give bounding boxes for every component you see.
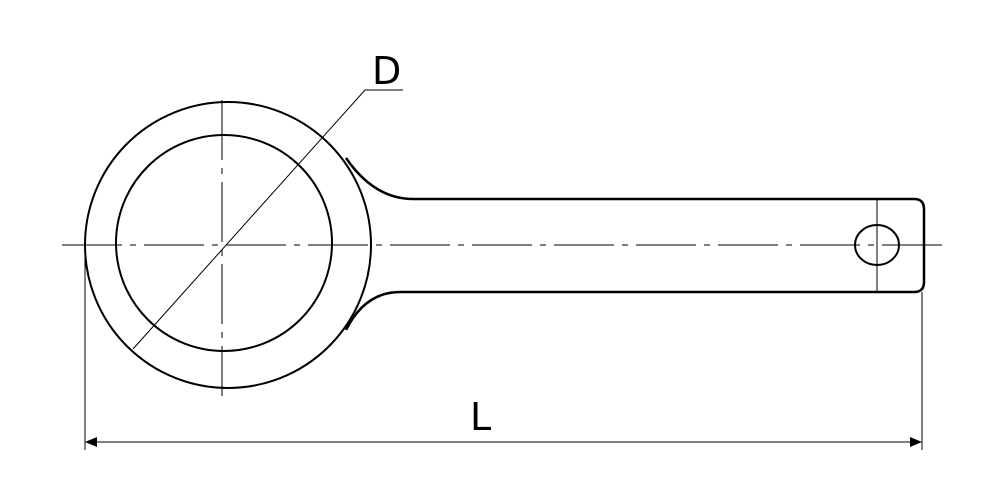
inner-ring bbox=[115, 134, 333, 352]
hole bbox=[854, 224, 900, 266]
diameter-leader bbox=[132, 89, 403, 350]
outer-ring bbox=[84, 101, 372, 389]
arrow-right-icon bbox=[910, 437, 922, 447]
arrow-left-icon bbox=[85, 437, 97, 447]
length-label: L bbox=[470, 395, 492, 439]
handle-outline bbox=[344, 157, 926, 331]
diameter-label: D bbox=[372, 49, 402, 93]
